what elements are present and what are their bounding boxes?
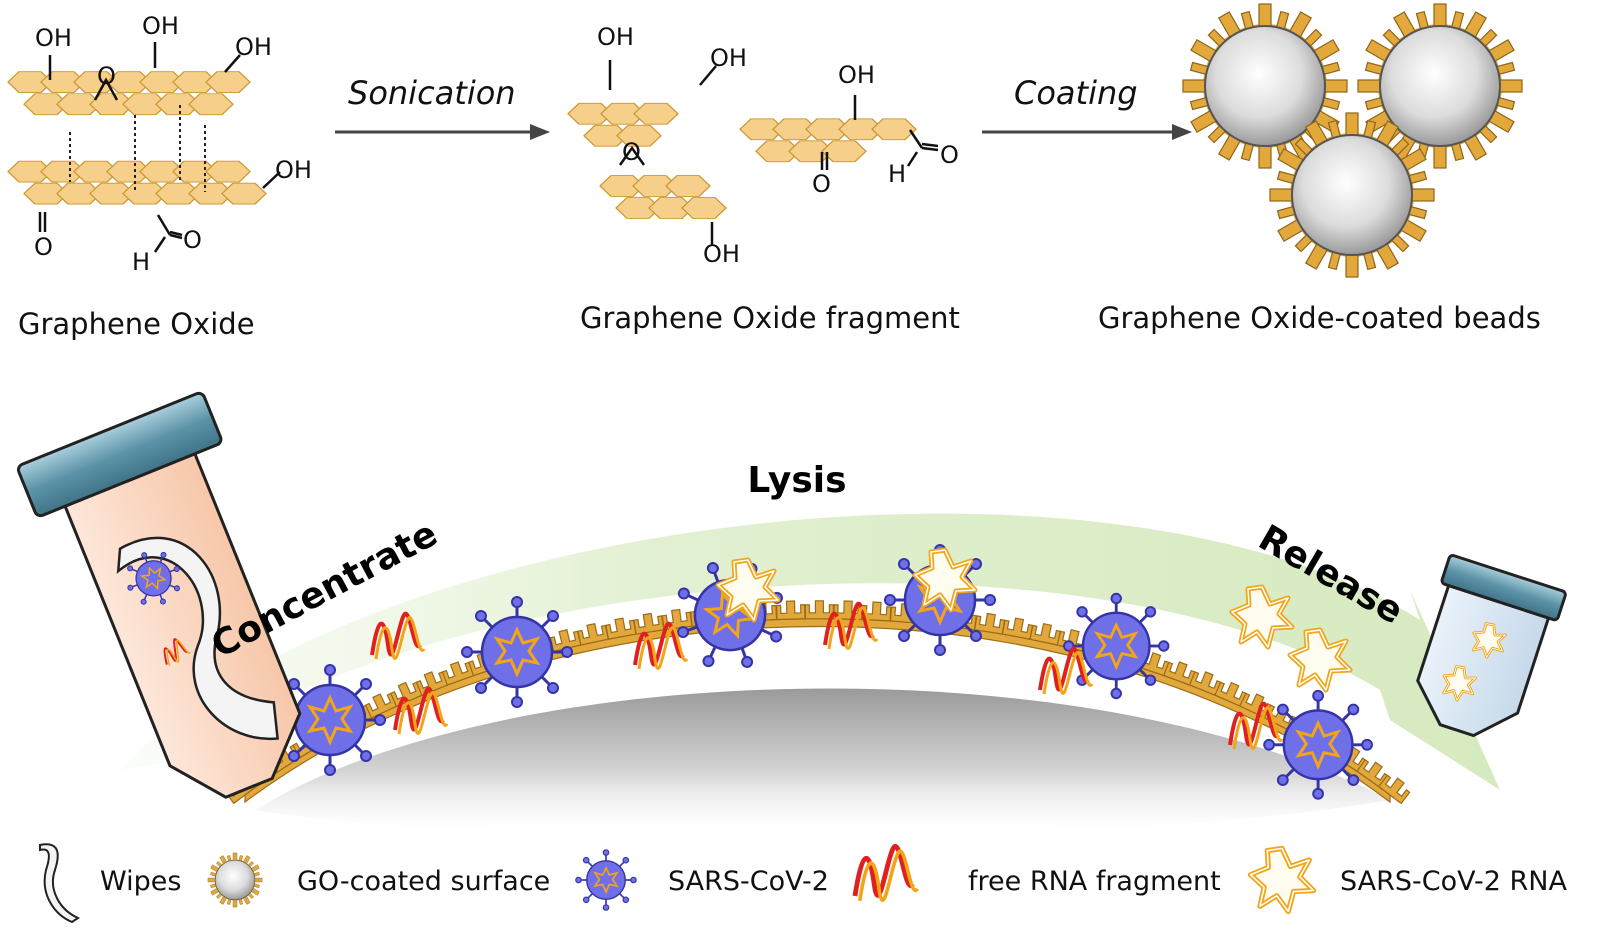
legend-label-go-surface: GO-coated surface (297, 866, 550, 897)
virus-broken-2 (1262, 689, 1374, 801)
go-surface-shadow (255, 688, 1390, 839)
aldehyde-o-label: O (183, 226, 202, 254)
fragment-oh-4: OH (703, 240, 740, 268)
graphene-oxide-fragments: OH OH OH O O H O OH (567, 23, 959, 268)
virus-broken-1 (1062, 592, 1170, 700)
go-spike (804, 600, 835, 620)
go-spike (632, 611, 665, 635)
oh-label-1: OH (35, 24, 72, 52)
legend-label-wipes: Wipes (100, 866, 181, 897)
fragment-oh-3: OH (838, 61, 875, 89)
epoxide-o-label: O (97, 62, 116, 90)
graphene-oxide-caption: Graphene Oxide (18, 307, 255, 341)
legend-label-free-rna: free RNA fragment (968, 866, 1221, 897)
rna-fragment-icon (855, 846, 917, 900)
fragment-oh-1: OH (597, 23, 634, 51)
virus-intact-2 (460, 595, 574, 709)
oh-label-4: OH (275, 156, 312, 184)
coating-arrow (982, 124, 1192, 140)
fragment-caption: Graphene Oxide fragment (580, 301, 960, 335)
virus-icon (574, 848, 638, 912)
fragment-epoxide-o: O (622, 138, 641, 166)
oh-label-3: OH (235, 33, 272, 61)
virus-lysing-2 (883, 543, 997, 657)
sonication-arrow (335, 124, 550, 140)
coating-label: Coating (1014, 74, 1138, 112)
wipe-icon (39, 843, 81, 924)
legend: Wipes GO-coated surface SARS-CoV-2 free … (39, 843, 1567, 924)
beads-caption: Graphene Oxide-coated beads (1098, 301, 1541, 335)
go-spike (775, 600, 806, 621)
fragment-aldehyde-o: O (940, 141, 959, 169)
process-flow-arrow (120, 513, 1500, 790)
graphene-oxide-structure: OH OH OH O OH O O H (7, 12, 312, 276)
carbonyl-o-label: O (34, 233, 53, 261)
sonication-label: Sonication (348, 74, 516, 112)
fragment-aldehyde-h: H (888, 160, 906, 188)
sample-tube-left (16, 391, 302, 799)
fragment-oh-2: OH (710, 44, 747, 72)
legend-label-sars: SARS-CoV-2 (668, 866, 829, 897)
go-bead-icon (207, 852, 263, 908)
fragment-carbonyl-o: O (812, 170, 831, 198)
viral-rna-icon (1251, 849, 1314, 912)
go-coated-beads (1182, 3, 1523, 278)
lysis-label: Lysis (747, 460, 846, 501)
go-spike (974, 611, 1006, 635)
collection-tube-right (1416, 554, 1567, 738)
legend-label-sars-rna: SARS-CoV-2 RNA (1340, 866, 1567, 897)
aldehyde-h-label: H (132, 248, 150, 276)
oh-label-2: OH (142, 12, 179, 40)
